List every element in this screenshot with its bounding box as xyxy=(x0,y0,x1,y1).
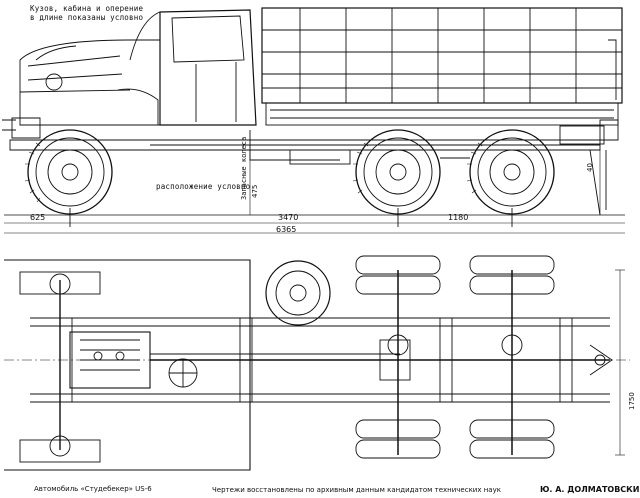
front-overhang-dim: 625 xyxy=(30,213,46,222)
credit-caption: Чертежи восстановлены по архивным данным… xyxy=(212,486,501,494)
wheelbase-dim: 3470 xyxy=(278,213,299,222)
fuel-note-line2: расположение условно xyxy=(156,182,251,191)
ground-clearance-dim: 475 xyxy=(251,184,259,198)
vehicle-name-caption: Автомобиль «Студебекер» US-6 xyxy=(34,485,152,493)
rear-clearance-dim: 40 xyxy=(586,163,594,172)
body-note-line1: Кузов, кабина и оперение xyxy=(30,4,144,13)
plan-view xyxy=(4,255,630,471)
author-caption: Ю. А. ДОЛМАТОВСКИЙ xyxy=(540,485,640,494)
overall-length-dim: 6365 xyxy=(276,225,297,234)
track-dim: 1750 xyxy=(628,392,636,410)
rear-bogie-dim: 1180 xyxy=(448,213,469,222)
side-view xyxy=(2,7,625,234)
body-note-line2: в длине показаны условно xyxy=(30,13,144,22)
